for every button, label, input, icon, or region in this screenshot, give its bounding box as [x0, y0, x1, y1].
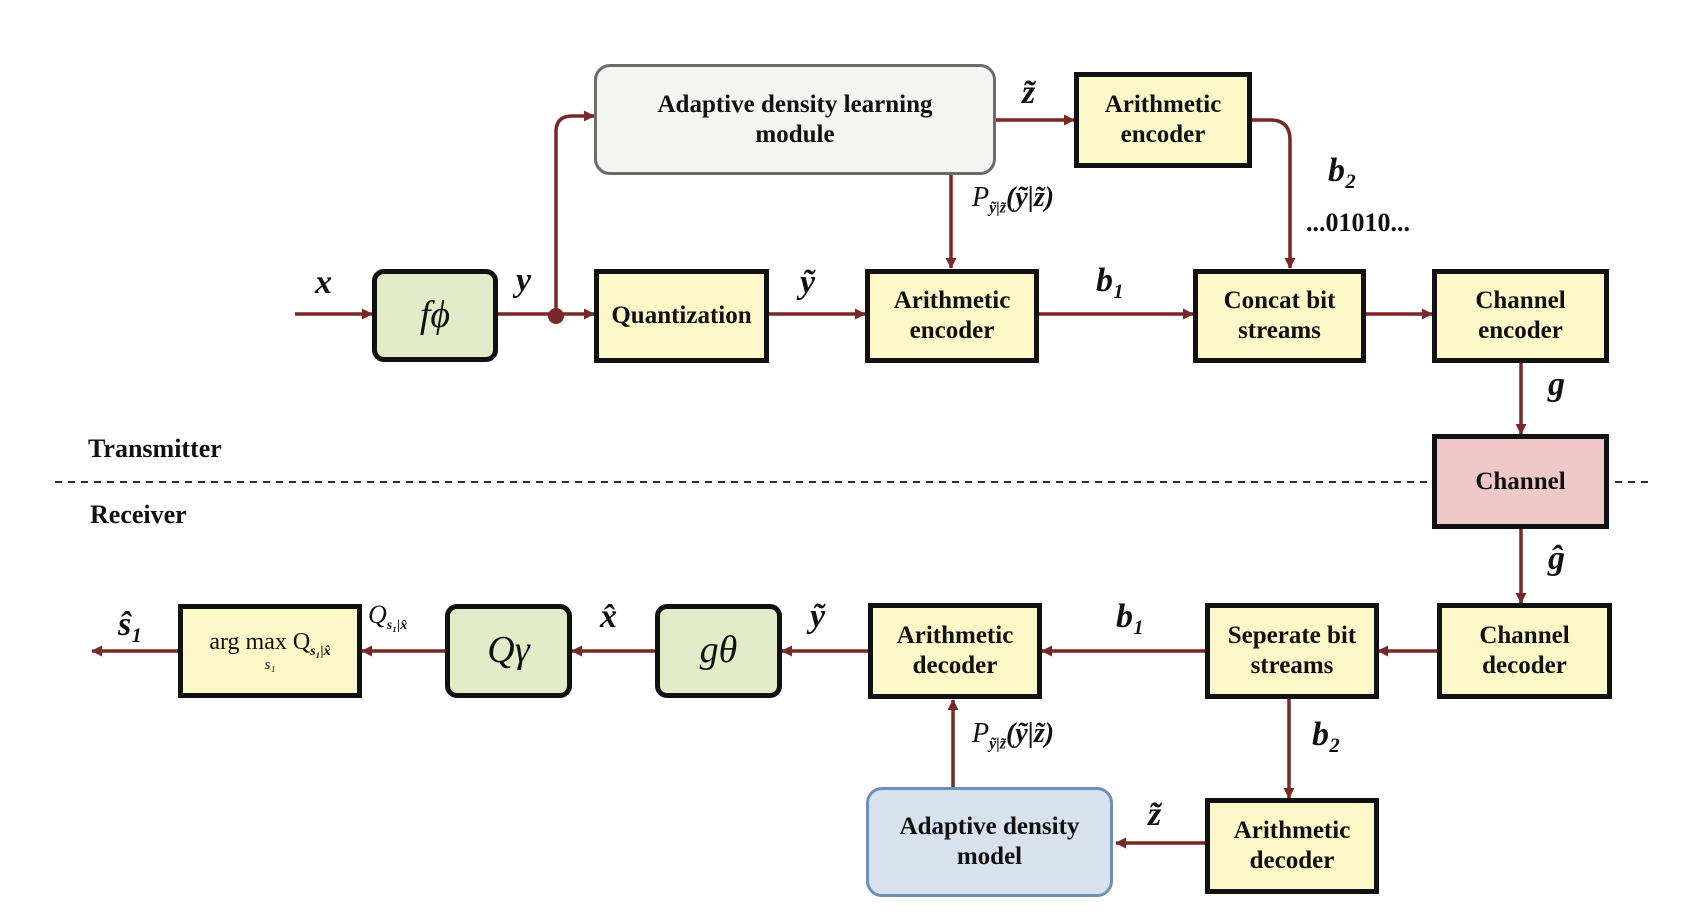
symbol-s1-hat: ŝ₁ — [118, 606, 144, 643]
prob-label-bottom: Pỹ|z̃(ỹ|z̃) — [972, 718, 1054, 754]
symbol-y-tilde-rx: ỹ — [810, 598, 826, 635]
symbol-q-main: Q — [368, 600, 387, 629]
prob-bottom-arg: (ỹ|z̃) — [1005, 718, 1055, 749]
quantization-block: Quantization — [594, 269, 769, 363]
side-arithmetic-decoder-block: Arithmetic decoder — [1205, 798, 1379, 894]
argmax-underscript: s₁ — [264, 657, 276, 674]
symbol-z-tilde-top: z̃ — [1022, 74, 1036, 111]
symbol-x-hat: x̂ — [600, 598, 617, 635]
channel-label: Channel — [1475, 467, 1566, 495]
arithmetic-encoder-block: Arithmetic encoder — [865, 269, 1039, 363]
symbol-q-sub: s₁|x̂ — [386, 618, 408, 634]
channel-decoder-block: Channel decoder — [1437, 603, 1612, 699]
symbol-y: y — [516, 262, 532, 299]
branch-dot — [548, 308, 564, 324]
concat-bit-streams-block: Concat bit streams — [1193, 269, 1366, 363]
transmitter-label: Transmitter — [88, 434, 222, 463]
arithmetic-decoder-label: Arithmetic decoder — [896, 622, 1014, 679]
symbol-g-hat: ĝ — [1548, 540, 1565, 577]
prob-top-arg: (ỹ|z̃) — [1005, 182, 1055, 213]
q-gamma-label: Qγ — [487, 629, 530, 672]
symbol-b1-bottom: b₁ — [1116, 598, 1145, 635]
symbol-g: g — [1548, 366, 1565, 403]
f-phi-label: fϕ — [419, 293, 451, 336]
adaptive-density-model-block: Adaptive density model — [866, 787, 1113, 897]
argmax-block: arg max Qs₁|x̂ s₁ — [178, 604, 362, 698]
adaptive-density-model-label: Adaptive density model — [899, 813, 1080, 870]
concat-bit-streams-label: Concat bit streams — [1223, 287, 1336, 344]
symbol-b2-top: b₂ — [1328, 152, 1357, 189]
channel-block: Channel — [1432, 434, 1609, 529]
separate-bit-streams-block: Seperate bit streams — [1205, 603, 1379, 699]
adaptive-density-learning-label: Adaptive density learning module — [657, 90, 933, 148]
quantization-label: Quantization — [611, 302, 752, 329]
q-gamma-block: Qγ — [445, 604, 572, 698]
symbol-y-tilde: ỹ — [800, 264, 816, 301]
prob-bottom-sub: ỹ|z̃ — [989, 735, 1006, 753]
prob-top-sub: ỹ|z̃ — [989, 199, 1006, 217]
side-arithmetic-encoder-label: Arithmetic encoder — [1104, 91, 1222, 148]
bitstream-label: ...01010... — [1306, 208, 1410, 237]
receiver-label: Receiver — [90, 500, 187, 529]
symbol-b2-bottom: b₂ — [1312, 716, 1341, 753]
arithmetic-decoder-block: Arithmetic decoder — [868, 603, 1042, 699]
symbol-b1-top: b₁ — [1096, 262, 1125, 299]
g-theta-block: gθ — [655, 604, 782, 698]
f-phi-block: fϕ — [372, 269, 498, 362]
channel-encoder-label: Channel encoder — [1475, 287, 1566, 344]
symbol-z-tilde-bottom: z̃ — [1148, 796, 1162, 833]
adaptive-density-learning-block: Adaptive density learning module — [594, 64, 996, 175]
argmax-label: arg max Q — [209, 628, 311, 655]
g-theta-label: gθ — [699, 629, 738, 672]
separate-bit-streams-label: Seperate bit streams — [1227, 622, 1357, 679]
symbol-x: x — [315, 264, 332, 301]
prob-label-top: Pỹ|z̃(ỹ|z̃) — [972, 182, 1054, 218]
symbol-q-label: Qs₁|x̂ — [368, 600, 407, 634]
channel-decoder-label: Channel decoder — [1479, 622, 1570, 679]
side-arithmetic-encoder-block: Arithmetic encoder — [1074, 72, 1252, 168]
channel-encoder-block: Channel encoder — [1432, 269, 1609, 363]
arithmetic-encoder-label: Arithmetic encoder — [893, 287, 1011, 344]
side-arithmetic-decoder-label: Arithmetic decoder — [1233, 817, 1351, 874]
prob-top-main: P — [972, 182, 990, 213]
arrow-b2-concat — [1250, 118, 1296, 269]
argmax-q-subscript: s₁|x̂ — [310, 643, 331, 659]
arrow-y-learning — [554, 110, 595, 314]
prob-bottom-main: P — [972, 718, 990, 749]
